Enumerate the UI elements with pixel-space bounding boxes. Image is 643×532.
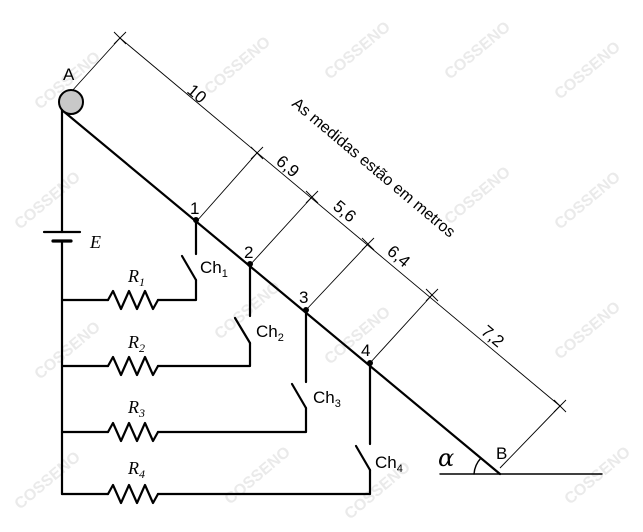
switch-4-label: Ch4 xyxy=(375,453,403,475)
watermark-text: COSSENO xyxy=(442,164,514,228)
point-a-sphere xyxy=(58,89,84,115)
dimension-extension-2 xyxy=(249,196,313,266)
junction-4 xyxy=(367,360,373,366)
dimension-extension-4 xyxy=(369,294,433,364)
resistor-2-label: R2 xyxy=(127,332,145,355)
watermark-text: COSSENO xyxy=(202,34,274,98)
angle-label: α xyxy=(438,444,454,472)
point-a-label: A xyxy=(63,65,75,84)
units-note: As medidas estão em metros xyxy=(288,95,458,241)
switch-2-label: Ch2 xyxy=(256,322,284,344)
incline-conductor xyxy=(60,108,502,476)
watermark-text: COSSENO xyxy=(442,19,514,83)
resistor-3-label: R3 xyxy=(127,397,145,420)
angle-arc xyxy=(473,457,482,475)
resistor-3-icon xyxy=(106,421,160,443)
junction-2 xyxy=(247,261,253,267)
watermark-text: COSSENO xyxy=(562,444,634,508)
resistor-1-icon xyxy=(106,289,160,311)
point-b-label: B xyxy=(496,444,507,463)
switch-1-blade xyxy=(180,254,198,282)
point-2-label: 2 xyxy=(244,243,253,262)
branch-2 xyxy=(60,261,253,377)
watermark-layer: COSSENO COSSENO COSSENO COSSENO COSSENO … xyxy=(12,19,634,523)
switch-2-blade xyxy=(233,316,252,345)
point-1-label: 1 xyxy=(190,199,199,218)
dimension-value-3: 5,6 xyxy=(329,197,359,227)
dimension-extension-b xyxy=(499,405,561,469)
switch-3-blade xyxy=(290,382,308,410)
point-3-label: 3 xyxy=(299,288,308,307)
branch-4 xyxy=(60,360,373,505)
watermark-text: COSSENO xyxy=(12,169,84,233)
watermark-text: COSSENO xyxy=(12,449,84,513)
branch-1 xyxy=(60,217,199,311)
dimension-value-2: 6,9 xyxy=(272,152,302,182)
junction-1 xyxy=(193,217,199,223)
resistor-4-label: R4 xyxy=(127,458,145,481)
dimension-extension-1 xyxy=(195,152,258,223)
point-4-label: 4 xyxy=(361,341,370,360)
dimension-main-line xyxy=(119,37,561,407)
watermark-text: COSSENO xyxy=(552,169,624,233)
battery-label: E xyxy=(89,232,101,252)
watermark-text: COSSENO xyxy=(552,299,624,363)
dimension-extension-3 xyxy=(305,243,369,311)
watermark-text: COSSENO xyxy=(322,19,394,83)
junction-3 xyxy=(303,307,309,313)
watermark-text: COSSENO xyxy=(32,319,104,383)
resistor-1-label: R1 xyxy=(127,266,145,289)
switch-1-label: Ch1 xyxy=(200,258,228,280)
switch-4-blade xyxy=(354,444,372,472)
watermark-text: COSSENO xyxy=(552,39,624,103)
dimension-value-5: 7,2 xyxy=(477,322,507,352)
branch-3 xyxy=(60,307,309,443)
watermark-text: COSSENO xyxy=(222,444,294,508)
dimension-lines xyxy=(61,31,567,469)
resistor-2-icon xyxy=(106,355,160,377)
dimension-value-4: 6,4 xyxy=(383,242,413,272)
resistor-4-icon xyxy=(106,483,160,505)
switch-3-label: Ch3 xyxy=(313,388,341,410)
